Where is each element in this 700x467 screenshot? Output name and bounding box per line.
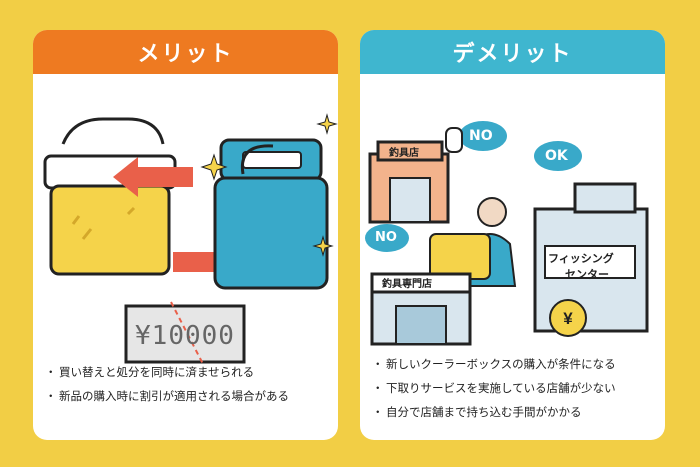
- center-sign-line2: センター: [565, 268, 609, 281]
- fishing-center-building-icon: [533, 182, 649, 333]
- speech-bubble-no: [365, 224, 409, 252]
- list-item: ・自分で店舗まで持ち込む手間がかかる: [372, 405, 582, 419]
- price-tag-label: ¥10000: [135, 321, 235, 351]
- demerit-illustration: ¥: [365, 121, 649, 346]
- speech-bubble-no: [459, 121, 507, 151]
- bubble-no-label: NO: [375, 230, 397, 245]
- person-carrying-cooler-icon: [429, 197, 517, 287]
- list-item: ・新しいクーラーボックスの購入が条件になる: [372, 357, 616, 371]
- center-sign-line1: フィッシング: [548, 252, 614, 265]
- shop-sign: 釣具店: [389, 148, 419, 159]
- price-tag-icon: [124, 301, 246, 364]
- bubble-no-label: NO: [469, 128, 493, 144]
- shop-sign: 釣具専門店: [382, 279, 432, 290]
- demerit-panel: デメリット: [360, 30, 665, 440]
- list-item: ・下取りサービスを実施している店舗が少ない: [372, 381, 616, 395]
- tackle-shop-icon: [368, 140, 450, 224]
- tackle-specialty-shop-icon: [370, 272, 472, 346]
- merit-header: メリット: [33, 30, 338, 74]
- demerit-header: デメリット: [360, 30, 665, 74]
- sparkle-icon: [200, 113, 338, 257]
- yen-coin-icon: ¥: [549, 299, 587, 337]
- demerit-list: ・新しいクーラーボックスの購入が条件になる ・下取りサービスを実施している店舗が…: [372, 352, 616, 424]
- list-item: ・買い替えと処分を同時に済ませられる: [45, 365, 255, 379]
- bubble-ok-label: OK: [545, 148, 568, 164]
- old-cooler-icon: [43, 117, 177, 276]
- svg-text:¥: ¥: [563, 309, 573, 328]
- new-cooler-icon: [213, 138, 329, 290]
- merit-list: ・買い替えと処分を同時に済ませられる ・新品の購入時に割引が適用される場合がある: [45, 360, 289, 408]
- hand-stop-icon: [445, 127, 463, 153]
- speech-bubble-ok: [534, 141, 582, 171]
- list-item: ・新品の購入時に割引が適用される場合がある: [45, 389, 289, 403]
- merit-panel: メリット: [33, 30, 338, 440]
- merit-illustration: [43, 113, 338, 364]
